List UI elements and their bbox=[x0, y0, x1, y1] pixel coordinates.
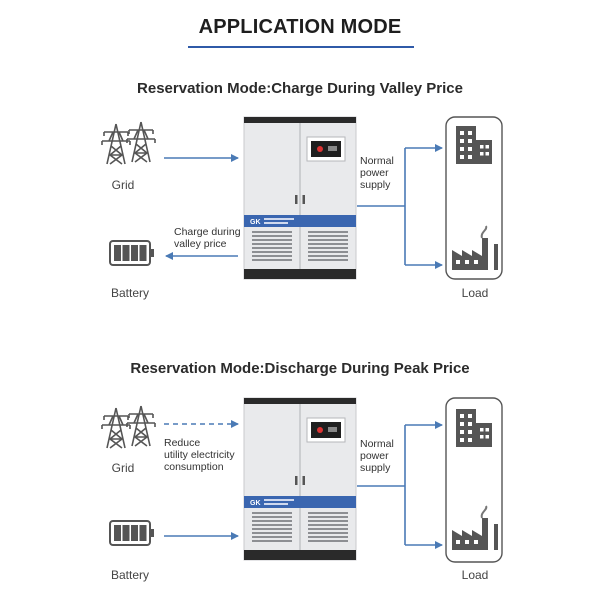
section1-battery-label: Battery bbox=[110, 286, 149, 300]
section2-grid-label: Grid bbox=[111, 461, 135, 475]
power-tower-icon bbox=[101, 123, 131, 165]
energy-storage-cabinet bbox=[243, 397, 357, 561]
section1-heading: Reservation Mode:Charge During Valley Pr… bbox=[137, 80, 463, 97]
power-tower-icon bbox=[126, 405, 156, 447]
title-underline bbox=[188, 46, 414, 48]
note-line: valley price bbox=[174, 238, 227, 250]
battery-icon bbox=[109, 240, 155, 266]
page-title: APPLICATION MODE bbox=[198, 16, 402, 38]
section1-load-label: Load bbox=[461, 286, 489, 300]
section2-heading: Reservation Mode:Discharge During Peak P… bbox=[130, 360, 470, 377]
section2-note-right: Normal power supply bbox=[360, 438, 394, 474]
note-line: supply bbox=[360, 179, 391, 191]
section1-note-left: Charge during valley price bbox=[174, 226, 241, 250]
note-line: supply bbox=[360, 462, 391, 474]
energy-storage-cabinet bbox=[243, 116, 357, 280]
note-line: consumption bbox=[164, 461, 224, 473]
battery-icon bbox=[109, 520, 155, 546]
section2-note-left: Reduce utility electricity consumption bbox=[164, 437, 235, 473]
section2-diagram bbox=[101, 397, 503, 563]
note-line: Reduce bbox=[164, 437, 201, 449]
section1-grid-label: Grid bbox=[111, 178, 135, 192]
note-line: Normal bbox=[360, 155, 394, 167]
section1-diagram bbox=[101, 116, 503, 280]
note-line: Charge during bbox=[174, 226, 241, 238]
section1-note-right: Normal power supply bbox=[360, 155, 394, 191]
note-line: power bbox=[360, 167, 389, 179]
note-line: Normal bbox=[360, 438, 394, 450]
power-tower-icon bbox=[126, 121, 156, 163]
note-line: power bbox=[360, 450, 389, 462]
section2-battery-label: Battery bbox=[110, 568, 149, 582]
section2-load-label: Load bbox=[461, 568, 489, 582]
power-tower-icon bbox=[101, 407, 131, 449]
note-line: utility electricity bbox=[164, 449, 235, 461]
